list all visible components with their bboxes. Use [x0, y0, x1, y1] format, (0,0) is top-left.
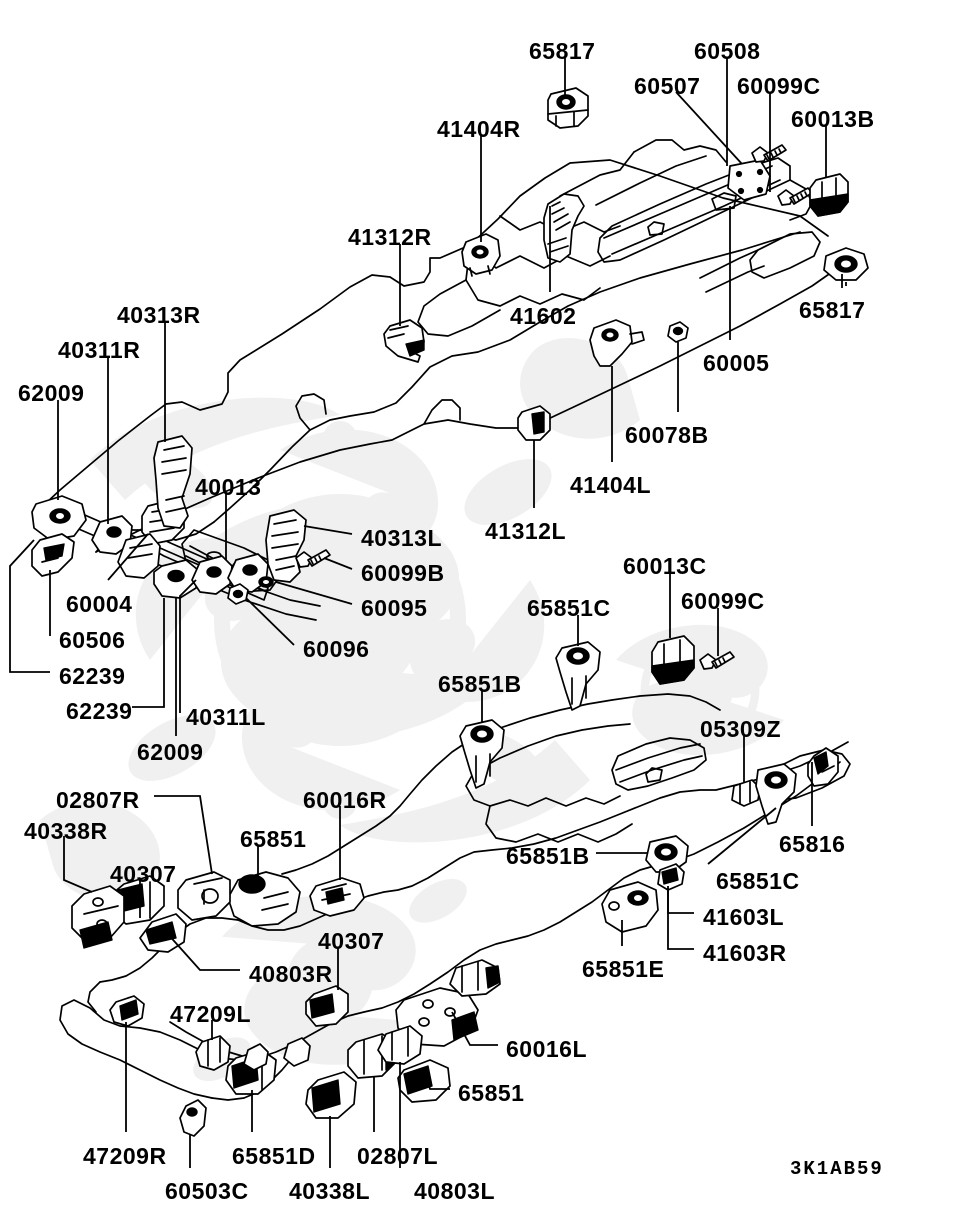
callout-40338R: 40338R: [24, 818, 108, 844]
callout-02807L: 02807L: [357, 1143, 439, 1169]
part-47209L-clip: [195, 1035, 231, 1071]
part-60016R-bracket: [309, 877, 365, 917]
callout-02807R: 02807R: [56, 787, 140, 813]
callout-40338L: 40338L: [289, 1178, 371, 1204]
callout-40307-left: 40307: [110, 861, 177, 887]
callout-65851C-low: 65851C: [716, 868, 800, 894]
part-41404L-bracket: [589, 319, 645, 367]
part-65851-mid: [227, 871, 301, 927]
callout-60078B: 60078B: [625, 422, 709, 448]
callout-40307-right: 40307: [318, 928, 385, 954]
part-40307-right: [305, 985, 349, 1027]
callout-62009-upper: 62009: [18, 380, 85, 406]
callout-40313R: 40313R: [117, 302, 201, 328]
part-41603-clip: [657, 863, 685, 891]
part-60503C-pin: [179, 1099, 207, 1137]
callout-40311R: 40311R: [58, 337, 141, 363]
callout-60004: 60004: [66, 591, 133, 617]
callout-65816: 65816: [779, 831, 846, 857]
callout-65851C-up: 65851C: [527, 595, 611, 621]
part-65851-bottom: [397, 1059, 451, 1103]
part-65851C-upper: [555, 641, 601, 711]
part-clip-cluster-bottom: [243, 1037, 311, 1071]
callout-40803R: 40803R: [249, 961, 333, 987]
callout-41603R: 41603R: [703, 940, 787, 966]
callout-60013B: 60013B: [791, 106, 875, 132]
callout-05309Z: 05309Z: [700, 716, 782, 742]
part-40338L-bracket: [305, 1071, 357, 1119]
watermark-crest: [40, 338, 784, 1081]
callout-60503C: 60503C: [165, 1178, 249, 1204]
part-05309Z-clip: [731, 779, 761, 807]
part-41602-bracket: [543, 193, 585, 263]
part-65851B-upper: [459, 719, 505, 789]
part-40803L-wedge: [377, 1025, 423, 1065]
callout-41602: 41602: [510, 303, 577, 329]
callout-40311L: 40311L: [186, 704, 266, 730]
callout-65851-mid: 65851: [240, 826, 307, 852]
part-60013B-block: [809, 173, 849, 217]
callout-65851E: 65851E: [582, 956, 665, 982]
part-41312L-bracket: [517, 405, 551, 441]
part-65816-hook: [807, 747, 839, 787]
callout-40803L: 40803L: [414, 1178, 496, 1204]
part-41312R-bracket: [383, 319, 425, 363]
upper-frame-front-crossmember: [31, 435, 331, 621]
callout-47209L: 47209L: [170, 1001, 252, 1027]
part-bracket-small-upper: [449, 959, 501, 997]
upper-frame-mount-parts: [383, 87, 869, 441]
part-47209R-clip: [109, 995, 145, 1027]
part-02807R-bracket: [177, 871, 231, 921]
callout-60506: 60506: [59, 627, 126, 653]
callout-60508: 60508: [694, 38, 761, 64]
callout-60099C-top: 60099C: [737, 73, 821, 99]
callout-65817-top: 65817: [529, 38, 596, 64]
part-60013C-block: [651, 635, 695, 685]
diagram-code: 3K1AB59: [790, 1158, 884, 1180]
part-60507-plate: [727, 159, 771, 201]
callout-41404R: 41404R: [437, 116, 521, 142]
part-65817-right: [823, 247, 869, 281]
callout-65851D: 65851D: [232, 1143, 316, 1169]
callout-65851B-up: 65851B: [438, 671, 522, 697]
callout-60507: 60507: [634, 73, 701, 99]
callout-40013: 40013: [195, 474, 262, 500]
part-65817-top: [547, 87, 589, 129]
callout-62239-second: 62239: [66, 698, 133, 724]
callout-65851-bot: 65851: [458, 1080, 525, 1106]
leader-lines: [9, 58, 847, 1168]
part-60099C-lower: [699, 651, 735, 670]
part-65851E-bracket: [601, 881, 659, 933]
callout-62239-first: 62239: [59, 663, 126, 689]
callout-41312R: 41312R: [348, 224, 432, 250]
lower-frame-mount-parts: [71, 635, 839, 1137]
part-62009-left: [31, 495, 87, 541]
callout-60095: 60095: [361, 595, 428, 621]
callout-62009-lower: 62009: [137, 739, 204, 765]
part-60099C-bolt: [777, 187, 813, 206]
callout-60016R: 60016R: [303, 787, 387, 813]
callout-41603L: 41603L: [703, 904, 785, 930]
callout-47209R: 47209R: [83, 1143, 167, 1169]
callout-60099B: 60099B: [361, 560, 445, 586]
callout-60016L: 60016L: [506, 1036, 588, 1062]
part-65851B-lower: [645, 835, 689, 873]
part-41404R-bracket: [461, 233, 501, 277]
callout-65817-right: 65817: [799, 297, 866, 323]
part-40313R-bracket: [153, 435, 193, 529]
callout-60005: 60005: [703, 350, 770, 376]
part-60078B-nut: [667, 321, 689, 343]
callout-65851B-low: 65851B: [506, 843, 590, 869]
callout-60096: 60096: [303, 636, 370, 662]
part-65851C-lower: [755, 763, 797, 825]
callout-41404L: 41404L: [570, 472, 652, 498]
part-40338R-bracket: [71, 885, 125, 949]
callout-60099C-low: 60099C: [681, 588, 765, 614]
callout-41312L: 41312L: [485, 518, 567, 544]
callout-60013C: 60013C: [623, 553, 707, 579]
part-60506-bracket: [31, 533, 75, 577]
callout-40313L: 40313L: [361, 525, 443, 551]
